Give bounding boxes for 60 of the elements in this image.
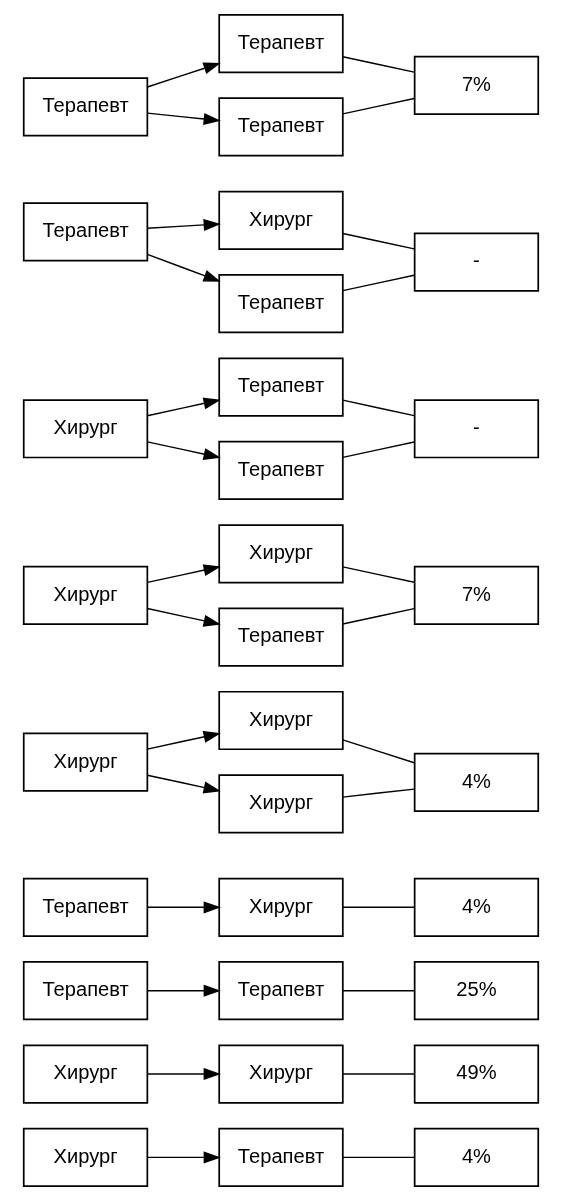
node-box: Терапевт (218, 97, 344, 157)
node-box: Терапевт (22, 202, 149, 262)
node-box: Хирург (22, 1127, 149, 1187)
node-box: Хирург (218, 1044, 344, 1104)
node-box: Терапевт (218, 274, 344, 334)
connector (342, 1156, 415, 1159)
node-box: Хирург (22, 399, 149, 459)
node-box: Терапевт (218, 440, 344, 501)
node-box: 25% (413, 961, 540, 1021)
node-box: Терапевт (218, 961, 344, 1021)
node-box: Терапевт (218, 357, 344, 417)
node-box: - (413, 399, 540, 459)
arrow (146, 441, 221, 460)
node-box: Хирург (218, 690, 344, 751)
arrow (146, 1151, 221, 1164)
arrow (146, 730, 221, 750)
node-box: Хирург (22, 565, 149, 626)
connector (342, 989, 415, 992)
node-box: Хирург (22, 1044, 149, 1104)
node-box: 49% (413, 1044, 540, 1104)
connector (342, 788, 415, 798)
arrow (146, 218, 221, 231)
node-box: Терапевт (218, 14, 344, 74)
connector (342, 232, 415, 250)
connector (342, 55, 415, 73)
node-box: 7% (413, 565, 540, 626)
connector (342, 97, 415, 115)
node-box: Терапевт (22, 877, 149, 937)
connector (342, 441, 415, 459)
node-box: Хирург (218, 774, 344, 834)
connector (342, 1073, 415, 1075)
node-box: - (413, 232, 540, 292)
node-box: 4% (413, 1127, 540, 1187)
arrow (146, 984, 221, 997)
connector (342, 274, 415, 292)
connector (342, 739, 415, 764)
node-box: Хирург (22, 732, 149, 792)
connector (342, 607, 415, 625)
connector (342, 399, 415, 417)
connector (342, 566, 415, 584)
node-box: 4% (413, 752, 540, 812)
connector (342, 906, 415, 909)
node-box: Терапевт (218, 1127, 344, 1187)
arrow (146, 607, 221, 627)
arrow (146, 564, 221, 584)
node-box: Хирург (218, 524, 344, 584)
arrow (146, 397, 221, 417)
node-box: 7% (413, 55, 540, 115)
node-box: Хирург (218, 190, 344, 250)
arrow (146, 774, 221, 794)
node-box: Хирург (218, 877, 344, 937)
node-box: Терапевт (218, 607, 344, 667)
arrow (146, 112, 221, 126)
arrow (146, 901, 221, 914)
arrow (146, 1068, 221, 1081)
node-box: Терапевт (22, 961, 149, 1021)
node-box: Терапевт (22, 77, 149, 137)
arrow (146, 62, 221, 88)
arrow (146, 253, 221, 282)
node-box: 4% (413, 877, 540, 937)
